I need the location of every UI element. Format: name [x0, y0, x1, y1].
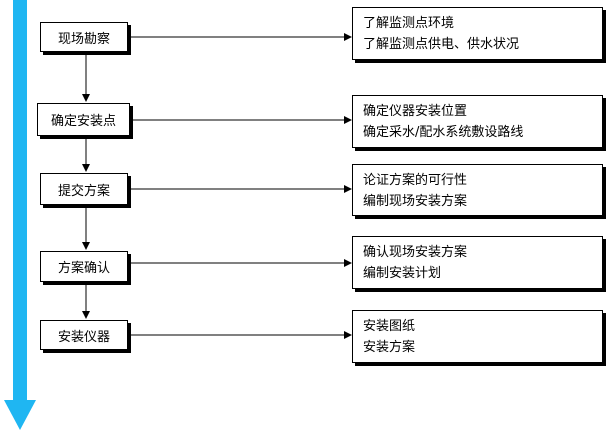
note-arrowhead-1: [344, 33, 352, 41]
note-line: 安装图纸: [363, 319, 416, 334]
step-label: 提交方案: [57, 183, 110, 199]
note-line: 论证方案的可行性: [363, 173, 468, 188]
step-label: 确定安装点: [50, 114, 116, 129]
flow-arrowhead-4-5: [82, 311, 90, 319]
note-box-submit-plan: 论证方案的可行性 编制现场安装方案: [352, 164, 603, 216]
note-line: 编制现场安装方案: [363, 194, 468, 209]
note-line: 了解监测点供电、供水状况: [363, 37, 520, 52]
step-box-confirm-plan: 方案确认: [40, 251, 128, 282]
note-arrowhead-2: [344, 116, 352, 124]
flow-arrowhead-2-3: [82, 164, 90, 172]
note-box-locate: 确定仪器安装位置 确定采水/配水系统敷设路线: [352, 95, 603, 148]
note-arrowhead-4: [344, 259, 352, 267]
timeline-arrow-head: [4, 400, 36, 430]
note-line: 确认现场安装方案: [363, 245, 468, 260]
step-label: 现场勘察: [57, 31, 110, 47]
note-box-survey: 了解监测点环境 了解监测点供电、供水状况: [352, 7, 603, 60]
step-label: 方案确认: [57, 261, 110, 276]
step-box-install: 安装仪器: [40, 320, 128, 350]
note-arrowhead-5: [344, 331, 352, 339]
flow-arrowhead-3-4: [82, 242, 90, 250]
flow-arrowhead-1-2: [82, 94, 90, 102]
timeline-arrow-shaft: [13, 0, 27, 400]
step-box-survey: 现场勘察: [40, 22, 128, 52]
note-line: 确定采水/配水系统敷设路线: [363, 125, 524, 140]
note-line: 编制安装计划: [363, 266, 442, 281]
note-box-confirm-plan: 确认现场安装方案 编制安装计划: [352, 236, 603, 289]
note-arrowhead-3: [344, 185, 352, 193]
note-line: 安装方案: [363, 340, 416, 355]
step-label: 安装仪器: [57, 329, 110, 345]
step-box-locate: 确定安装点: [37, 103, 130, 136]
step-box-submit-plan: 提交方案: [40, 173, 128, 205]
note-line: 了解监测点环境: [363, 16, 455, 31]
note-line: 确定仪器安装位置: [363, 104, 468, 119]
note-box-install: 安装图纸 安装方案: [352, 310, 603, 363]
